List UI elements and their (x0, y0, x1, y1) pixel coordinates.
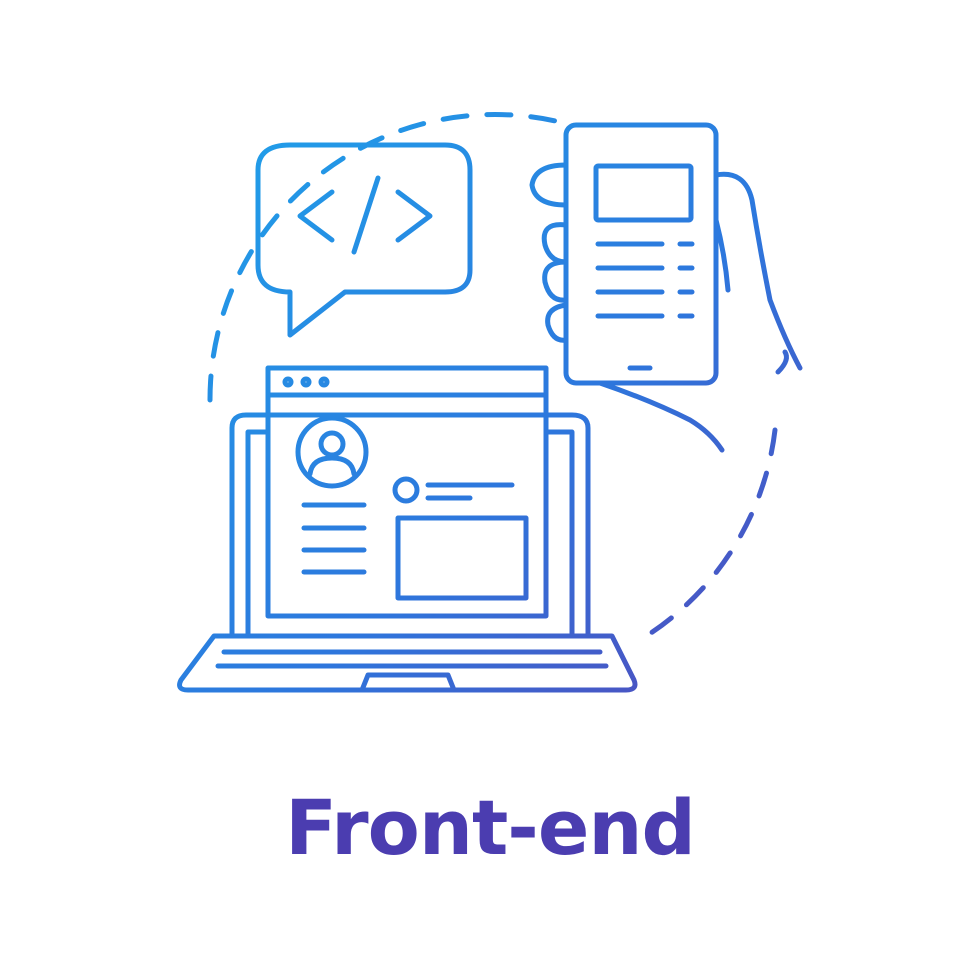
user-avatar-icon (295, 415, 369, 489)
window-dot (300, 376, 312, 388)
dashed-circle-decoration (207, 112, 778, 643)
window-dot (282, 376, 294, 388)
window-dot (318, 376, 330, 388)
page-title: Front-end (285, 783, 696, 872)
code-speech-bubble-icon (255, 142, 473, 338)
browser-window-icon (265, 365, 549, 619)
smartphone-in-hand-icon (529, 122, 803, 453)
laptop-icon (177, 412, 638, 693)
